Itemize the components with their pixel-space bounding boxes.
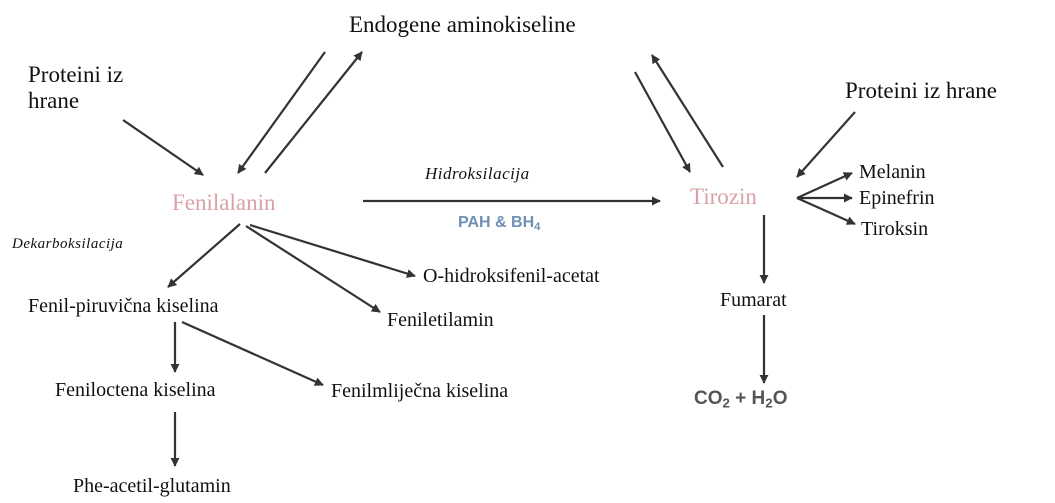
node-proteini-iz-hrane-left: Proteini iz hrane	[28, 62, 123, 115]
node-o-hidroksifenil-acetat: O-hidroksifenil-acetat	[423, 265, 600, 287]
arrow-tirozin-to-melanin	[796, 171, 853, 200]
node-epinefrin: Epinefrin	[859, 187, 935, 209]
node-feniloctena-kiselina: Feniloctena kiselina	[55, 379, 216, 401]
arrow-endogene-to-tirozin	[634, 71, 691, 173]
node-proteini-iz-hrane-right: Proteini iz hrane	[845, 78, 998, 103]
node-fenilmlijecna-kiselina: Fenilmliječna kiselina	[331, 380, 509, 402]
node-co2-h2o: CO2 + H2O	[694, 388, 787, 411]
co2-subscript: 2	[722, 395, 730, 411]
arrow-fenilalanin-to-endogene	[264, 51, 363, 174]
label-hidroksilacija: Hidroksilacija	[425, 164, 530, 183]
node-fenil-piruvicna-kiselina: Fenil-piruvična kiselina	[28, 295, 219, 317]
enzyme-text: PAH & BH	[458, 214, 535, 231]
arrow-proteini-to-fenilalanin	[122, 119, 204, 176]
label-dekarboksilacija: Dekarboksilacija	[12, 236, 124, 252]
arrow-fenilalanin-to-fenilpiruvicna	[167, 223, 241, 288]
node-fenilalanin: Fenilalanin	[172, 190, 276, 215]
arrow-tirozin-to-endogene	[651, 54, 724, 168]
co2-co: CO	[694, 388, 723, 409]
node-tiroksin: Tiroksin	[861, 218, 929, 240]
node-proteini-left-line2: hrane	[28, 88, 80, 114]
node-feniletilamin: Feniletilamin	[387, 309, 494, 331]
h2o-subscript: 2	[765, 395, 773, 411]
node-tirozin: Tirozin	[690, 184, 757, 209]
arrow-fenilalanin-to-ohidroksifenil	[249, 223, 416, 278]
arrow-fenilalanin-to-feniletilamin	[245, 225, 381, 313]
arrow-endogene-to-fenilalanin	[237, 51, 326, 174]
node-fumarat: Fumarat	[720, 289, 787, 311]
node-proteini-left-line1: Proteini iz	[28, 62, 124, 87]
enzyme-subscript: 4	[534, 220, 541, 233]
node-endogene-aminokiseline: Endogene aminokiseline	[349, 12, 576, 37]
h2o-o: O	[772, 388, 788, 409]
node-phe-acetil-glutamin: Phe-acetil-glutamin	[73, 475, 231, 497]
arrow-fenilpiruvicna-to-fenilmlijecna	[181, 320, 324, 387]
label-enzyme-pah-bh4: PAH & BH4	[458, 214, 540, 234]
co2-plus-h: + H	[729, 388, 766, 409]
arrow-tirozin-to-tiroksin	[796, 196, 856, 226]
node-melanin: Melanin	[859, 161, 926, 183]
arrow-proteini-right-to-tirozin	[796, 111, 856, 178]
